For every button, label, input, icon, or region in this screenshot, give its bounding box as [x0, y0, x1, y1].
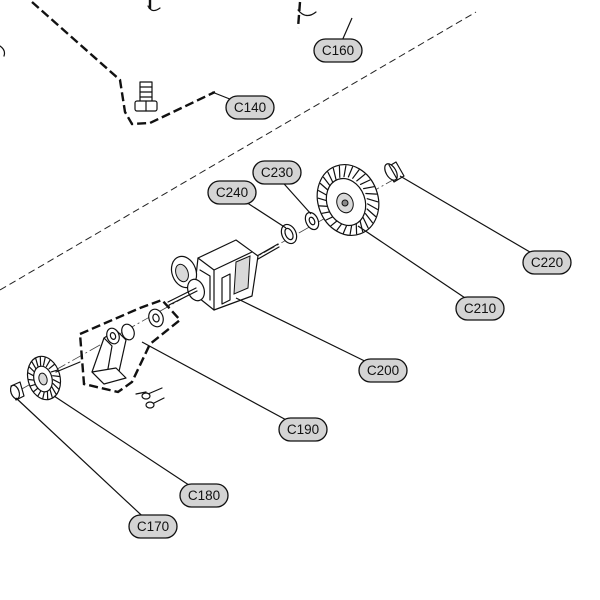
callout-label-c160: C160 — [322, 43, 354, 58]
housing-screw — [134, 81, 158, 112]
fan-blade — [322, 176, 332, 187]
motor-c200 — [167, 239, 280, 311]
fan-c180 — [26, 355, 81, 401]
callout-c170: C170 — [128, 514, 178, 539]
fan-blade — [365, 192, 378, 195]
fan-blade — [362, 216, 369, 229]
washer-c230 — [304, 211, 320, 231]
callout-c160: C160 — [313, 38, 363, 63]
divider-line — [0, 11, 477, 291]
callout-label-c200: C200 — [367, 363, 399, 378]
fan-blade — [52, 382, 60, 390]
fan-blade — [359, 219, 364, 233]
fan-blade — [48, 363, 56, 370]
callout-label-c180: C180 — [188, 488, 220, 503]
callout-c190: C190 — [278, 417, 328, 442]
fan-blade — [343, 165, 347, 178]
callout-c230: C230 — [252, 160, 302, 185]
top-boss — [147, 5, 317, 17]
callout-label-c230: C230 — [261, 165, 293, 180]
fan-blade — [356, 173, 366, 182]
fan-blade — [52, 379, 61, 384]
fan-blade — [52, 375, 61, 378]
callout-label-c140: C140 — [234, 100, 266, 115]
leader-c210 — [357, 225, 481, 309]
ring-c240 — [280, 223, 298, 245]
fan-blade — [364, 213, 374, 224]
callout-label-c170: C170 — [137, 519, 169, 534]
fan-blade — [347, 166, 354, 178]
fan-blade — [51, 386, 57, 395]
fan-blade — [35, 357, 39, 368]
fan-blade — [366, 208, 377, 218]
fan-blade — [45, 359, 51, 368]
leader-c190 — [141, 341, 304, 430]
callout-label-c210: C210 — [464, 301, 496, 316]
fan-blade — [366, 198, 379, 203]
leader-c170 — [15, 397, 154, 527]
fan-blade — [352, 169, 360, 179]
leader-c200 — [235, 297, 384, 371]
callout-label-c190: C190 — [287, 422, 319, 437]
fan-blade — [31, 361, 37, 370]
leader-c220 — [399, 175, 548, 263]
fan-c210 — [316, 164, 380, 236]
fan-blade — [367, 203, 378, 210]
leader-lines — [15, 17, 548, 527]
callout-c180: C180 — [179, 483, 229, 508]
leader-c180 — [53, 395, 205, 496]
callout-c140: C140 — [225, 95, 275, 120]
callouts: C160 C140 C230 C240 C220 C210 C200 C190 — [128, 38, 572, 539]
callout-c240: C240 — [207, 180, 257, 205]
bushing-c220 — [384, 161, 405, 183]
callout-label-c220: C220 — [531, 255, 563, 270]
fan-blade — [327, 171, 334, 184]
callout-c210: C210 — [455, 296, 505, 321]
callout-c200: C200 — [358, 358, 408, 383]
fan-blade — [49, 388, 53, 399]
fan-blade — [363, 186, 375, 190]
callout-c220: C220 — [522, 250, 572, 275]
callout-label-c240: C240 — [216, 185, 248, 200]
fan-blade — [359, 179, 371, 185]
fan-blade — [332, 167, 337, 181]
bracket-c190 — [78, 298, 182, 409]
fan-blade — [42, 356, 46, 366]
fan-blade — [50, 369, 59, 373]
bushing-c170 — [9, 381, 25, 401]
